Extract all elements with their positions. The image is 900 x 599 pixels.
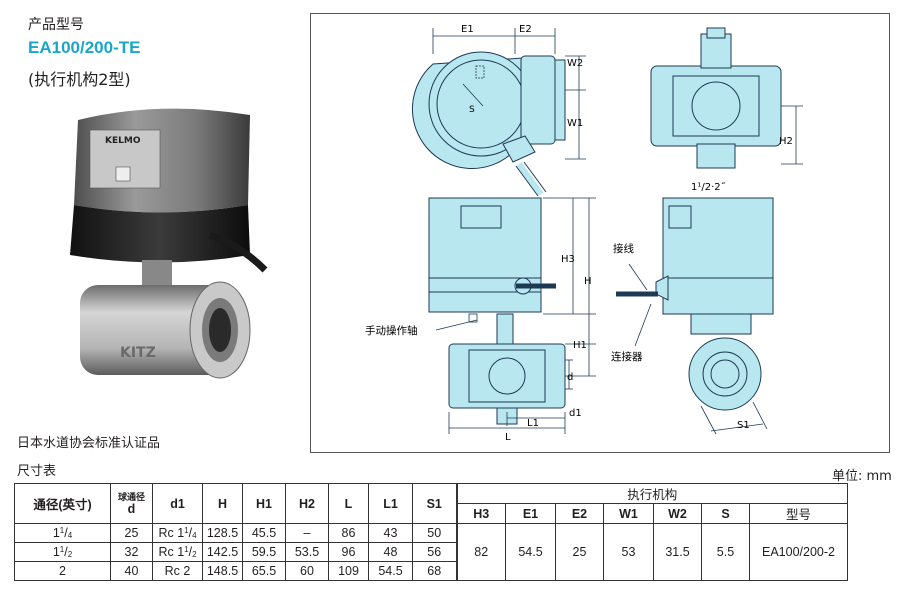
col-s: S <box>701 503 750 524</box>
cell-s1: 50 <box>412 523 457 543</box>
cell-h2: 60 <box>285 561 329 581</box>
col-model: 型号 <box>749 503 848 524</box>
dim-e2: E2 <box>519 24 532 35</box>
cell-d1: Rc 11/2 <box>152 542 203 562</box>
cell-w2: 31.5 <box>653 523 702 581</box>
col-s1: S1 <box>412 483 457 524</box>
unit-label: 单位: mm <box>832 469 892 484</box>
cell-size: 2 <box>14 561 111 581</box>
col-actuator-group: 执行机构 <box>455 483 848 504</box>
cell-size: 11/4 <box>14 523 111 543</box>
cell-e2: 25 <box>555 523 604 581</box>
col-ball-bore-top: 球通径 <box>117 491 145 502</box>
col-w1: W1 <box>603 503 654 524</box>
product-photo: KELMO KITZ <box>70 108 268 379</box>
cell-l1: 54.5 <box>368 561 413 581</box>
cell-l1: 43 <box>368 523 413 543</box>
manual-shaft-marker <box>468 313 478 323</box>
dim-d: d <box>567 372 573 383</box>
cell-e1: 54.5 <box>505 523 556 581</box>
dim-l: L <box>505 432 511 443</box>
dim-s1: S1 <box>737 420 750 431</box>
col-h3: H3 <box>455 503 506 524</box>
cell-d1: Rc 2 <box>152 561 203 581</box>
cell-s: 5.5 <box>701 523 750 581</box>
cell-h2: – <box>285 523 329 543</box>
cell-h1: 45.5 <box>242 523 286 543</box>
dim-e1: E1 <box>461 24 474 35</box>
dimension-title: 尺寸表 <box>17 464 57 479</box>
cell-s1: 56 <box>412 542 457 562</box>
cell-l: 109 <box>328 561 369 581</box>
cell-d: 32 <box>110 542 153 562</box>
cell-h1: 65.5 <box>242 561 286 581</box>
body-mark: KITZ <box>120 345 156 361</box>
table-row: 11/4 25 Rc 11/4 128.5 45.5 – 86 43 50 82… <box>14 523 848 581</box>
dim-h2: H2 <box>779 136 793 147</box>
connector-label: 连接器 <box>611 350 643 363</box>
col-ball-bore: 球通径 d <box>110 483 153 524</box>
col-e1: E1 <box>505 503 556 524</box>
brand-plate: KELMO <box>105 136 141 146</box>
dim-h1: H1 <box>573 340 587 351</box>
dim-d1: d1 <box>569 408 582 419</box>
drawing-frame: E1 E2 W2 W1 S H2 1¹/2·2˝ <box>310 13 890 453</box>
size-note: 1¹/2·2˝ <box>691 181 726 193</box>
technical-drawing: E1 E2 W2 W1 S H2 1¹/2·2˝ <box>365 24 803 443</box>
col-h2: H2 <box>285 483 329 524</box>
cell-l: 96 <box>328 542 369 562</box>
model-subtype: (执行机构2型) <box>28 70 131 89</box>
col-l: L <box>328 483 369 524</box>
category-label: 产品型号 <box>28 17 84 33</box>
cell-h1: 59.5 <box>242 542 286 562</box>
dim-w1: W1 <box>567 118 583 129</box>
col-w2: W2 <box>653 503 702 524</box>
cell-d1: Rc 11/4 <box>152 523 203 543</box>
col-ball-bore-bottom: d <box>127 501 136 516</box>
cell-l: 86 <box>328 523 369 543</box>
cell-s1: 68 <box>412 561 457 581</box>
cell-model: EA100/200-2 <box>749 523 848 581</box>
model-title: EA100/200-TE <box>28 38 141 57</box>
cell-w1: 53 <box>603 523 654 581</box>
col-d1: d1 <box>152 483 203 524</box>
certification-note: 日本水道协会标准认证品 <box>17 436 161 451</box>
dim-h: H <box>584 276 592 287</box>
col-h: H <box>202 483 243 524</box>
cell-h: 148.5 <box>202 561 243 581</box>
cell-size: 11/2 <box>14 542 111 562</box>
cell-h: 142.5 <box>202 542 243 562</box>
cell-d: 25 <box>110 523 153 543</box>
cell-d: 40 <box>110 561 153 581</box>
col-l1: L1 <box>368 483 413 524</box>
cell-h: 128.5 <box>202 523 243 543</box>
col-h1: H1 <box>242 483 286 524</box>
dim-w2: W2 <box>567 58 583 69</box>
dimension-table: 通径(英寸) 球通径 d d1 H H1 H2 L L1 S1 执行机构 H3 … <box>14 483 848 581</box>
cell-l1: 48 <box>368 542 413 562</box>
dim-s: S <box>469 105 475 115</box>
dim-l1: L1 <box>527 418 539 429</box>
table-row: 2 40 Rc 2 148.5 65.5 60 109 54.5 68 <box>14 561 848 581</box>
wiring-label: 接线 <box>613 242 634 255</box>
cell-h2: 53.5 <box>285 542 329 562</box>
dim-h3: H3 <box>561 254 575 265</box>
cell-h3: 82 <box>455 523 506 581</box>
col-size: 通径(英寸) <box>14 483 111 524</box>
manual-shaft-label: 手动操作轴 <box>365 324 418 337</box>
col-e2: E2 <box>555 503 604 524</box>
